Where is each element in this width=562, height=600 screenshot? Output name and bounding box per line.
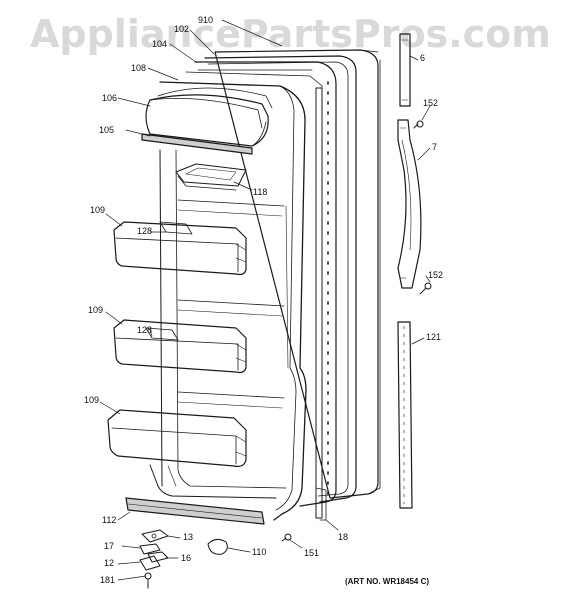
hinge-part (139, 555, 161, 571)
label-102: 102 (174, 24, 190, 34)
label-16: 16 (181, 553, 192, 563)
label-910: 910 (198, 15, 214, 25)
label-12: 12 (104, 558, 115, 568)
door-stop-110 (207, 538, 228, 555)
door-handle (397, 119, 422, 289)
dairy-bar (141, 133, 253, 155)
door-liner-body (149, 81, 307, 521)
label-128-top: 128 (137, 226, 153, 236)
handle-screw-bottom (419, 282, 432, 295)
leader-lines (99, 19, 431, 581)
door-bin-3 (107, 409, 247, 467)
handle-bottom-trim (397, 321, 413, 509)
door-bin-1 (113, 221, 247, 276)
bottom-bar (125, 497, 265, 525)
hinge-pin-part (139, 543, 161, 555)
label-17: 17 (104, 541, 115, 551)
label-109-top: 109 (90, 205, 106, 215)
label-128-middle: 128 (137, 325, 153, 335)
small-shelf (175, 163, 247, 191)
label-110: 110 (252, 547, 267, 557)
label-106: 106 (102, 93, 118, 103)
door-gasket (204, 55, 357, 503)
label-18: 18 (338, 532, 349, 542)
screw-181 (144, 572, 152, 589)
outer-door-panel (214, 49, 381, 499)
inner-door-liner (185, 61, 337, 507)
label-6: 6 (420, 53, 426, 63)
screw-151 (281, 533, 292, 542)
label-109-bottom: 109 (84, 395, 100, 405)
dairy-door-cover (145, 87, 273, 147)
label-152-bottom: 152 (428, 270, 444, 280)
label-7: 7 (432, 142, 438, 152)
label-152-top: 152 (423, 98, 439, 108)
label-109-middle: 109 (88, 305, 104, 315)
label-108: 108 (131, 63, 147, 73)
label-104: 104 (152, 39, 168, 49)
door-bin-2 (113, 319, 247, 374)
label-105: 105 (99, 125, 115, 135)
label-151: 151 (304, 548, 320, 558)
cam-part (141, 529, 169, 543)
handle-cap-top (399, 33, 411, 107)
door-trim-strip (315, 87, 327, 521)
art-number: (ART NO. WR18454 C) (345, 577, 430, 586)
label-118: 118 (253, 187, 268, 197)
label-13: 13 (183, 532, 194, 542)
handle-screw-top (413, 120, 424, 129)
label-121: 121 (426, 332, 442, 342)
label-112: 112 (102, 515, 117, 525)
label-181: 181 (100, 575, 116, 585)
